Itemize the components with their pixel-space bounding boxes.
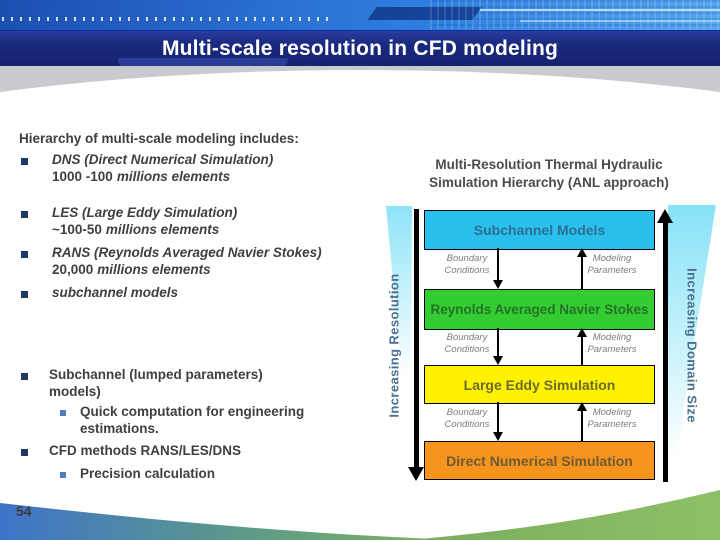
bullet-square-icon xyxy=(21,373,28,380)
top-banner-graphic xyxy=(0,0,720,30)
diagram-title-line1: Multi-Resolution Thermal Hydraulic xyxy=(435,157,663,172)
down-arrow-shaft xyxy=(497,328,499,357)
sub-item-precision: Precision calculation xyxy=(80,466,216,481)
banner-ticks-decoration xyxy=(2,17,332,21)
left-down-arrow-icon xyxy=(408,467,424,481)
up-arrow-shaft xyxy=(581,257,583,289)
axis-increasing-domain-size: Increasing Domain Size xyxy=(684,268,700,423)
banner-circuit-texture xyxy=(430,0,720,30)
bullet-square-icon xyxy=(21,251,28,258)
left-down-arrow-shaft xyxy=(414,209,419,468)
up-arrow-shaft xyxy=(581,337,583,365)
bullet-square-icon xyxy=(21,211,28,218)
down-arrow-icon xyxy=(493,356,503,365)
diagram-title: Multi-Resolution Thermal Hydraulic Simul… xyxy=(393,156,705,192)
bullet-square-icon xyxy=(21,291,28,298)
banner-streak xyxy=(480,9,720,11)
bullet-square-icon xyxy=(21,158,28,165)
sub-item-quick-computation: Quick computation for engineering estima… xyxy=(80,404,305,436)
down-arrow-shaft xyxy=(497,402,499,433)
box-rans: Reynolds Averaged Navier Stokes xyxy=(424,289,655,330)
down-arrow-icon xyxy=(493,280,503,289)
axis-increasing-resolution: Increasing Resolution xyxy=(386,273,402,418)
down-arrow-icon xyxy=(493,432,503,441)
banner-streak xyxy=(520,20,720,22)
box-subchannel-models: Subchannel Models xyxy=(424,210,655,250)
down-arrow-shaft xyxy=(497,248,499,281)
bullet-square-icon xyxy=(21,449,28,456)
diagram-title-line2: Simulation Hierarchy (ANL approach) xyxy=(429,175,669,190)
up-arrow-icon xyxy=(577,248,587,257)
list-item-line: DNS (Direct Numerical Simulation) xyxy=(52,152,274,167)
up-arrow-shaft xyxy=(581,411,583,441)
sub-bullet-square-icon xyxy=(60,472,66,478)
footer-swoosh-graphic xyxy=(0,490,720,540)
list-item-line: LES (Large Eddy Simulation) xyxy=(52,205,238,220)
box-dns: Direct Numerical Simulation xyxy=(424,441,655,480)
list-item-subchannel: subchannel models xyxy=(52,285,179,300)
list-item-rans: RANS (Reynolds Averaged Navier Stokes) 2… xyxy=(52,244,322,278)
slide-title: Multi-scale resolution in CFD modeling xyxy=(161,37,559,60)
right-up-arrow-shaft xyxy=(663,222,668,482)
list-item-cfd-methods: CFD methods RANS/LES/DNS xyxy=(49,443,242,458)
right-up-arrow-icon xyxy=(657,209,673,223)
up-arrow-icon xyxy=(577,402,587,411)
title-bar: Multi-scale resolution in CFD modeling xyxy=(0,30,720,67)
page-number: 54 xyxy=(16,503,32,519)
left-panel-heading: Hierarchy of multi-scale modeling includ… xyxy=(19,131,299,146)
list-item-line: RANS (Reynolds Averaged Navier Stokes) xyxy=(52,245,322,260)
list-item-dns: DNS (Direct Numerical Simulation) 1000 -… xyxy=(52,151,273,185)
box-les: Large Eddy Simulation xyxy=(424,365,655,404)
list-item-subchannel-lumped: Subchannel (lumped parameters) models) xyxy=(49,367,263,399)
up-arrow-icon xyxy=(577,328,587,337)
sub-bullet-square-icon xyxy=(60,410,66,416)
